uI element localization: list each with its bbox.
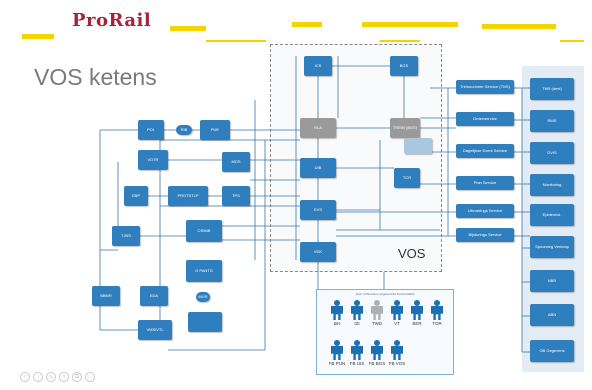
- service-box[interactable]: Plan Service: [456, 176, 514, 190]
- service-box[interactable]: Ordenservice: [456, 112, 514, 126]
- nav-button[interactable]: ✎: [46, 372, 56, 382]
- trein-sub-box: [404, 138, 432, 154]
- bgs-box[interactable]: BGS: [390, 56, 418, 76]
- accent-bar: [22, 34, 54, 39]
- person-label: BH: [333, 321, 341, 326]
- pue-box[interactable]: PUE: [200, 120, 230, 140]
- accent-bar: [560, 40, 584, 42]
- external-system-box[interactable]: TNR (deel): [530, 78, 574, 100]
- accent-bar: [292, 22, 322, 27]
- uib-box[interactable]: UIB: [300, 158, 336, 178]
- vos-boundary: [270, 44, 442, 272]
- mos-box[interactable]: MOS: [222, 152, 250, 172]
- service-box[interactable]: Uitvoerings Service: [456, 204, 514, 218]
- service-box[interactable]: Bijsturings Service: [456, 228, 514, 242]
- person-icon: [350, 300, 364, 320]
- nav-button[interactable]: ›: [33, 372, 43, 382]
- teams-panel-title: Door VOS-teams opgeleverde functionalite…: [355, 292, 415, 296]
- external-system-box[interactable]: NBR: [530, 270, 574, 292]
- tcr-box[interactable]: TCR: [394, 168, 420, 188]
- service-box[interactable]: Dagelijkse Event Service: [456, 144, 514, 158]
- slide-navigation: ‹›✎⌕⧉⋯: [20, 372, 95, 382]
- protstlp-box[interactable]: PROTSTLP: [168, 186, 208, 206]
- accent-bar: [362, 22, 458, 27]
- slide-title: VOS ketens: [34, 64, 157, 90]
- external-system-box[interactable]: OB Gegevens: [530, 340, 574, 362]
- external-system-box[interactable]: Spoorweg Verkoop: [530, 236, 574, 258]
- bbmr-box[interactable]: BBMR: [92, 286, 120, 306]
- person-icon: [430, 300, 444, 320]
- rla-box[interactable]: RLA: [300, 118, 336, 138]
- person-icon: [370, 340, 384, 360]
- person-icon: [410, 300, 424, 320]
- accent-bar: [206, 40, 266, 42]
- sensor-box[interactable]: [188, 312, 222, 332]
- vos-label: VOS: [398, 246, 426, 261]
- person-icon: [350, 340, 364, 360]
- external-system-box[interactable]: ABN: [530, 304, 574, 326]
- person-label: FB BGS: [368, 361, 386, 366]
- vms-vtl-box[interactable]: VMS/VTL: [138, 320, 172, 340]
- vdk-box[interactable]: VDK: [300, 242, 336, 262]
- accent-bar: [170, 26, 206, 31]
- person-label: FB UIS: [349, 361, 365, 366]
- osimb-box[interactable]: OSIMB: [186, 220, 222, 242]
- person-label: VT: [394, 321, 400, 326]
- person-label: TWD: [371, 321, 383, 326]
- tps-box[interactable]: TPS: [222, 186, 250, 206]
- external-system-box[interactable]: Epidemiol.: [530, 204, 574, 226]
- person-icon: [390, 300, 404, 320]
- eda-box[interactable]: EDA: [140, 286, 168, 306]
- person-label: TOR: [432, 321, 442, 326]
- ebp-box[interactable]: EBP: [124, 186, 148, 206]
- person-label: FB VOS: [388, 361, 406, 366]
- o-pantg-box[interactable]: O PANTG: [186, 260, 222, 282]
- nav-button[interactable]: ‹: [20, 372, 30, 382]
- trein-box[interactable]: TREIN (BGS): [390, 118, 420, 138]
- person-label: BER: [412, 321, 422, 326]
- nav-button[interactable]: ⧉: [72, 372, 82, 382]
- external-system-box[interactable]: Monitoring: [530, 174, 574, 196]
- mgr-box[interactable]: MGR: [196, 292, 210, 302]
- external-system-box[interactable]: RMS: [530, 110, 574, 132]
- nav-button[interactable]: ⌕: [59, 372, 69, 382]
- pol-box[interactable]: POL: [138, 120, 164, 140]
- vdtr-box[interactable]: VDTR: [138, 150, 168, 170]
- rib-box[interactable]: RIB: [176, 125, 192, 135]
- tjns-box[interactable]: TJNS: [112, 226, 140, 246]
- person-icon: [370, 300, 384, 320]
- ics-box[interactable]: ICS: [304, 56, 332, 76]
- service-box[interactable]: Treinnummer Service (TNS): [456, 80, 514, 94]
- person-label: IZI: [354, 321, 360, 326]
- person-icon: [330, 300, 344, 320]
- nav-button[interactable]: ⋯: [85, 372, 95, 382]
- person-icon: [390, 340, 404, 360]
- evs-box[interactable]: EVS: [300, 200, 336, 220]
- person-icon: [330, 340, 344, 360]
- person-label: FB PUN: [328, 361, 346, 366]
- prorail-logo: ProRail: [72, 10, 152, 31]
- accent-bar: [482, 24, 556, 29]
- accent-bar: [380, 40, 420, 42]
- external-system-box[interactable]: DVIS: [530, 142, 574, 164]
